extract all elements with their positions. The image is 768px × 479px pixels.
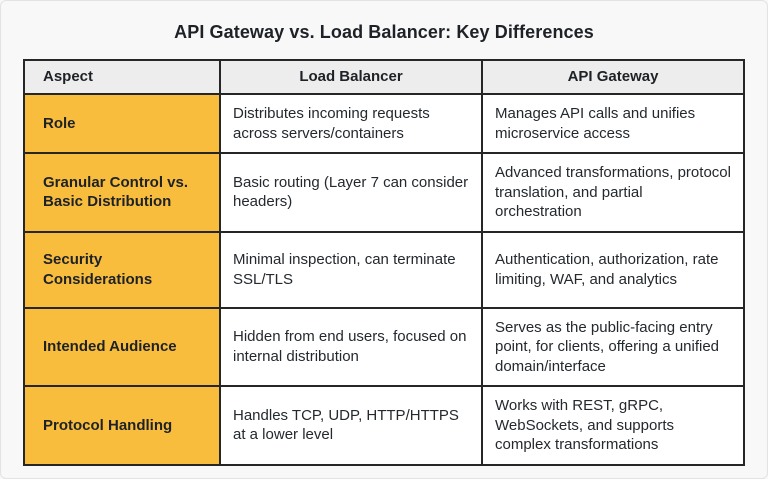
api-gateway-cell: Authentication, authorization, rate limi…	[481, 230, 745, 309]
api-gateway-cell: Advanced transformations, protocol trans…	[481, 152, 745, 233]
column-header-load-balancer: Load Balancer	[219, 59, 483, 95]
aspect-cell: Security Considerations	[23, 230, 221, 309]
api-gateway-cell: Serves as the public-facing entry point,…	[481, 306, 745, 387]
load-balancer-cell: Distributes incoming requests across ser…	[219, 93, 483, 154]
load-balancer-cell: Handles TCP, UDP, HTTP/HTTPS at a lower …	[219, 385, 483, 466]
load-balancer-cell: Hidden from end users, focused on intern…	[219, 306, 483, 387]
table-row: Protocol Handling Handles TCP, UDP, HTTP…	[23, 385, 745, 466]
column-header-aspect: Aspect	[23, 59, 221, 95]
aspect-cell: Role	[23, 93, 221, 154]
load-balancer-cell: Minimal inspection, can terminate SSL/TL…	[219, 230, 483, 309]
table-row: Intended Audience Hidden from end users,…	[23, 306, 745, 387]
table-row: Role Distributes incoming requests acros…	[23, 93, 745, 154]
table-row: Security Considerations Minimal inspecti…	[23, 230, 745, 309]
page-title: API Gateway vs. Load Balancer: Key Diffe…	[174, 22, 594, 42]
table-row: Granular Control vs. Basic Distribution …	[23, 152, 745, 233]
table-header-row: Aspect Load Balancer API Gateway	[23, 59, 745, 95]
load-balancer-cell: Basic routing (Layer 7 can consider head…	[219, 152, 483, 233]
aspect-cell: Granular Control vs. Basic Distribution	[23, 152, 221, 233]
comparison-table: Aspect Load Balancer API Gateway Role Di…	[23, 59, 745, 466]
api-gateway-cell: Manages API calls and unifies microservi…	[481, 93, 745, 154]
aspect-cell: Intended Audience	[23, 306, 221, 387]
column-header-api-gateway: API Gateway	[481, 59, 745, 95]
api-gateway-cell: Works with REST, gRPC, WebSockets, and s…	[481, 385, 745, 466]
aspect-cell: Protocol Handling	[23, 385, 221, 466]
